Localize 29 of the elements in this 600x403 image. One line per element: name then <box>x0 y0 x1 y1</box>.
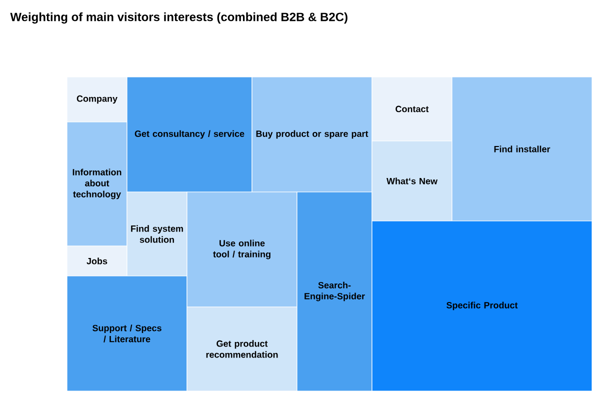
tile-label: Search-Engine-Spider <box>304 282 365 302</box>
tile-label: Contact <box>396 106 429 112</box>
treemap-tile <box>372 76 452 142</box>
tile-label: Buy product or spare part <box>256 130 368 139</box>
tile-label: Jobs <box>86 258 108 264</box>
treemap-tile <box>66 276 188 392</box>
tile-label: Get product recommendation <box>206 340 278 358</box>
treemap-tile <box>252 76 372 192</box>
treemap-tile <box>126 192 188 276</box>
tile-label: Information about technology <box>72 168 122 200</box>
tile-label: Find system solution <box>131 225 183 243</box>
tile-label: What‘s New <box>386 178 438 184</box>
tile-label: Specific Product <box>446 302 518 310</box>
treemap-tile <box>66 246 128 276</box>
treemap-tile <box>372 140 452 222</box>
chart-title: Weighting of main visitors interests (combined B2B & B2C) <box>10 12 348 24</box>
treemap-tile <box>296 192 372 392</box>
tile-label: Support / Specs / Literature <box>92 324 162 342</box>
treemap-tile <box>126 76 252 192</box>
tile-label: Use online tool / training <box>213 240 270 260</box>
treemap-tile <box>66 122 128 246</box>
treemap-tile <box>186 192 298 308</box>
tile-label: Company <box>76 95 118 104</box>
tile-label: Find installer <box>494 146 550 152</box>
treemap-tile <box>372 220 592 392</box>
treemap-tile <box>66 76 128 122</box>
treemap-tile <box>452 76 592 222</box>
treemap-tile <box>186 306 298 392</box>
tile-label: Get consultancy / service <box>134 130 244 139</box>
